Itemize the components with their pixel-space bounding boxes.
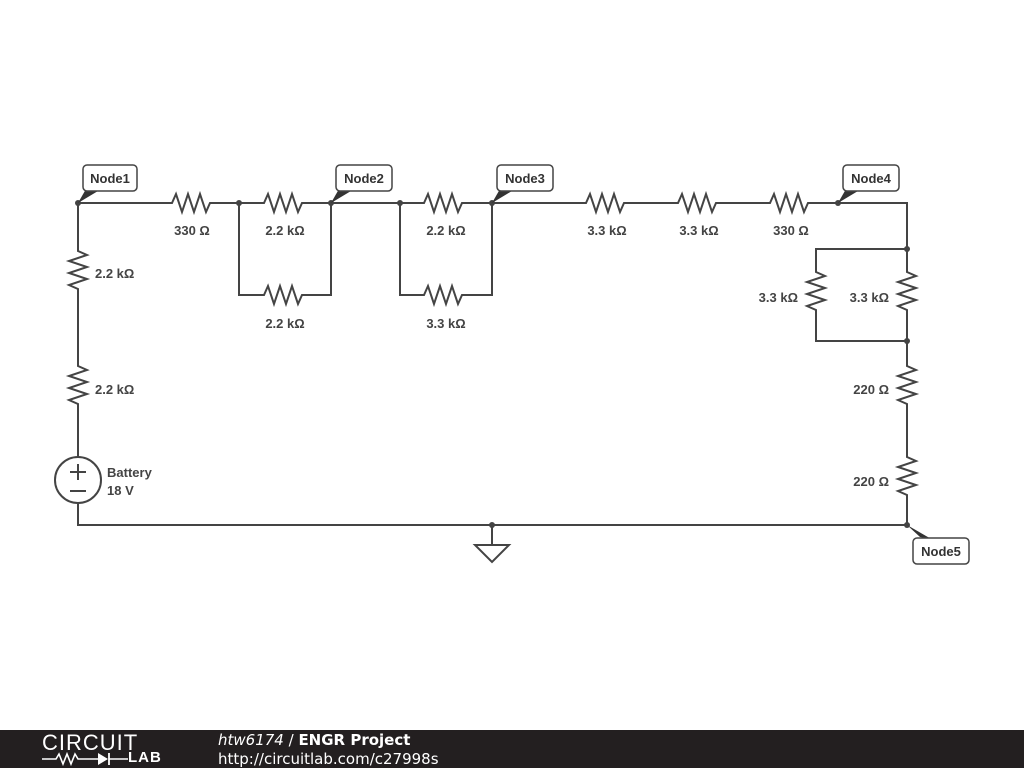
battery-symbol bbox=[54, 456, 102, 504]
svg-text:Node2: Node2 bbox=[344, 171, 384, 186]
resistors bbox=[65, 190, 920, 503]
label-2.2k-bottom-a: 2.2 kΩ bbox=[265, 316, 304, 331]
resistor-diode-logo-icon bbox=[42, 752, 128, 766]
resistor-3.3k-parallel-right bbox=[894, 268, 920, 318]
author-link[interactable]: htw6174 bbox=[218, 731, 284, 749]
resistor-220-b bbox=[894, 453, 920, 503]
label-3.3k-parallel-right: 3.3 kΩ bbox=[850, 290, 889, 305]
resistor-3.3k-bottom-b bbox=[420, 282, 472, 308]
resistor-220-a bbox=[894, 362, 920, 412]
schematic-canvas: Node1 Node2 Node3 Node4 Node5 330 Ω 2.2 … bbox=[54, 164, 970, 565]
project-name[interactable]: ENGR Project bbox=[298, 731, 411, 749]
label-3.3k-parallel-left: 3.3 kΩ bbox=[759, 290, 798, 305]
label-3.3k-a: 3.3 kΩ bbox=[587, 223, 626, 238]
label-330-a: 330 Ω bbox=[174, 223, 210, 238]
svg-text:Node1: Node1 bbox=[90, 171, 130, 186]
svg-text:Node5: Node5 bbox=[921, 544, 961, 559]
logo-circuit-text: CIRCUIT bbox=[42, 730, 139, 755]
logo-lab-text: LAB bbox=[128, 749, 162, 766]
label-2.2k-top-a: 2.2 kΩ bbox=[265, 223, 304, 238]
component-labels: 330 Ω 2.2 kΩ 2.2 kΩ 2.2 kΩ 3.3 kΩ 3.3 kΩ… bbox=[95, 223, 889, 498]
resistor-2.2k-top-a bbox=[260, 190, 310, 216]
ground-symbol bbox=[472, 544, 512, 564]
resistor-2.2k-top-b bbox=[420, 190, 472, 216]
circuit-schematic: Node1 Node2 Node3 Node4 Node5 330 Ω 2.2 … bbox=[54, 164, 970, 565]
label-330-b: 330 Ω bbox=[773, 223, 809, 238]
label-2.2k-left-a: 2.2 kΩ bbox=[95, 266, 134, 281]
resistor-2.2k-left-b bbox=[65, 362, 91, 412]
resistor-2.2k-left-a bbox=[65, 247, 91, 297]
resistor-3.3k-b bbox=[674, 190, 724, 216]
node-label-node2: Node2 bbox=[331, 164, 393, 203]
label-3.3k-bottom-b: 3.3 kΩ bbox=[426, 316, 465, 331]
title-separator: / bbox=[283, 731, 299, 749]
node-label-node5: Node5 bbox=[907, 525, 970, 565]
circuit-title: htw6174 / ENGR Project bbox=[218, 731, 410, 749]
resistor-330-a bbox=[168, 190, 216, 216]
battery-name-label: Battery bbox=[107, 465, 153, 480]
node-label-node3: Node3 bbox=[492, 164, 554, 203]
circuit-url-link[interactable]: http://circuitlab.com/c27998s bbox=[218, 750, 439, 768]
wires bbox=[77, 202, 908, 545]
resistor-2.2k-bottom-a bbox=[260, 282, 310, 308]
label-220-a: 220 Ω bbox=[853, 382, 889, 397]
label-220-b: 220 Ω bbox=[853, 474, 889, 489]
svg-text:Node3: Node3 bbox=[505, 171, 545, 186]
footer-bar: CIRCUIT LAB htw6174 / ENGR Project http:… bbox=[0, 730, 1024, 768]
node-label-node4: Node4 bbox=[838, 164, 900, 203]
label-3.3k-b: 3.3 kΩ bbox=[679, 223, 718, 238]
battery-voltage-label: 18 V bbox=[107, 483, 134, 498]
resistor-330-b bbox=[766, 190, 816, 216]
label-2.2k-top-b: 2.2 kΩ bbox=[426, 223, 465, 238]
circuitlab-logo[interactable]: CIRCUIT LAB bbox=[42, 730, 174, 766]
label-2.2k-left-b: 2.2 kΩ bbox=[95, 382, 134, 397]
node-label-node1: Node1 bbox=[78, 164, 138, 203]
svg-text:Node4: Node4 bbox=[851, 171, 892, 186]
resistor-3.3k-a bbox=[582, 190, 632, 216]
resistor-3.3k-parallel-left bbox=[803, 268, 829, 318]
